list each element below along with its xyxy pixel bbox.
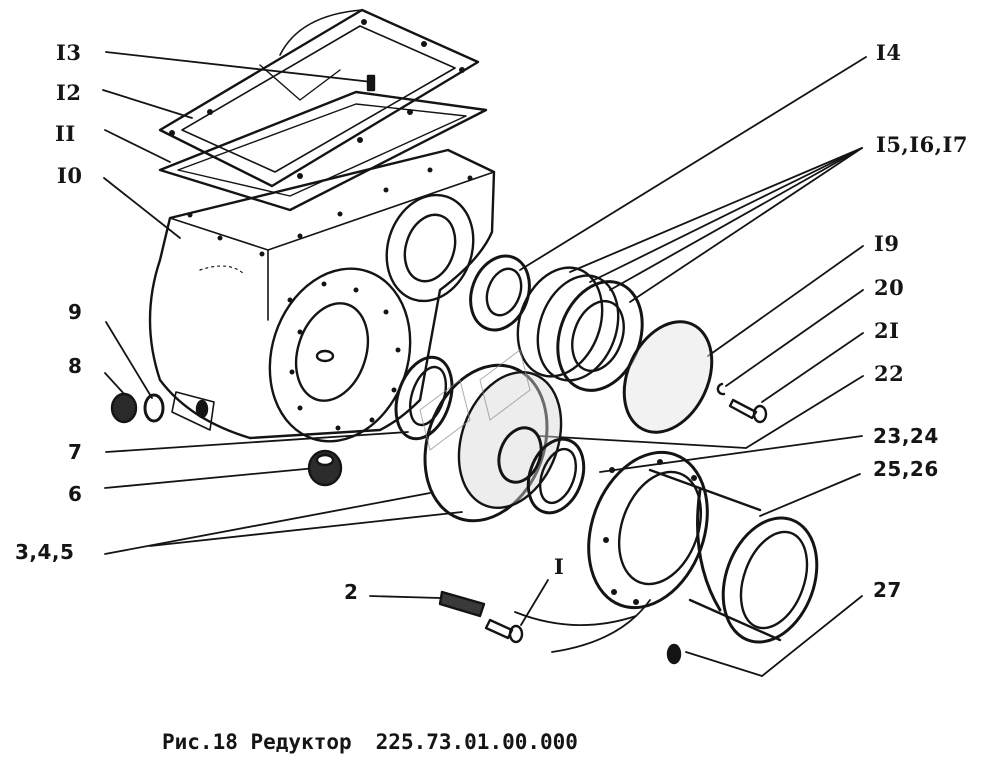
leader-9 bbox=[105, 321, 153, 399]
callout-27: 27 bbox=[873, 578, 902, 602]
leader-345a bbox=[104, 492, 431, 555]
top-cover bbox=[158, 8, 480, 188]
callout-3-4-5: 3,4,5 bbox=[15, 540, 75, 564]
housing-upper-flange bbox=[385, 193, 475, 303]
figure-caption: Рис.18 Редуктор 225.73.01.00.000 bbox=[162, 730, 588, 754]
figure-title: Рис.18 Редуктор bbox=[162, 730, 352, 754]
callout-20: 20 bbox=[874, 275, 905, 300]
end-cap bbox=[622, 320, 714, 434]
leader-lines bbox=[102, 51, 867, 677]
leader-13 bbox=[105, 51, 373, 83]
cap-bolt-icon bbox=[728, 398, 768, 424]
leader-8 bbox=[104, 372, 127, 397]
leader-6 bbox=[104, 467, 317, 489]
callout-8: 8 bbox=[68, 354, 83, 378]
leader-20 bbox=[725, 289, 864, 387]
bolt-arc-lower bbox=[551, 599, 651, 653]
callout-10: I0 bbox=[57, 163, 83, 188]
part-number: 225.73.01.00.000 bbox=[375, 730, 578, 754]
spring-washer-icon bbox=[716, 382, 726, 396]
bearing bbox=[469, 254, 531, 332]
output-sleeve bbox=[587, 450, 819, 644]
callout-13: I3 bbox=[56, 40, 82, 65]
leader-22b bbox=[539, 435, 747, 449]
leader-15a bbox=[569, 147, 863, 273]
leader-19 bbox=[707, 245, 864, 357]
left-bearing bbox=[394, 355, 454, 441]
leader-2526 bbox=[759, 473, 861, 517]
callout-2: 2 bbox=[344, 580, 359, 604]
leader-15d bbox=[629, 147, 863, 303]
callout-22: 22 bbox=[874, 361, 905, 386]
callout-7: 7 bbox=[68, 440, 83, 464]
leader-7 bbox=[105, 431, 409, 453]
callout-25-26: 25,26 bbox=[873, 457, 939, 481]
grease-nipple-icon bbox=[666, 643, 682, 665]
o-ring-icon bbox=[143, 393, 165, 423]
leader-345b bbox=[149, 511, 463, 547]
leader-15c bbox=[609, 147, 863, 291]
leader-27a bbox=[761, 595, 863, 677]
lock-washer-icon bbox=[438, 590, 486, 618]
leader-11 bbox=[104, 129, 171, 163]
callout-19: I9 bbox=[874, 231, 900, 256]
callout-11: II bbox=[55, 121, 76, 146]
watermark bbox=[419, 349, 531, 451]
leader-21 bbox=[761, 332, 864, 403]
callout-12: I2 bbox=[56, 80, 82, 105]
leader-22a bbox=[745, 375, 864, 449]
leader-1 bbox=[520, 579, 549, 626]
breather-icon bbox=[366, 74, 376, 92]
callout-21: 2I bbox=[874, 318, 900, 343]
seal-ring bbox=[526, 437, 586, 515]
leader-15b bbox=[589, 147, 863, 283]
leader-27b bbox=[685, 651, 763, 677]
gearbox-housing bbox=[148, 148, 496, 443]
leader-2324 bbox=[599, 435, 863, 473]
callout-14: I4 bbox=[876, 40, 902, 65]
callout-6: 6 bbox=[68, 482, 83, 506]
leader-14 bbox=[519, 56, 867, 271]
leader-12 bbox=[102, 89, 193, 119]
callout-1: I bbox=[554, 554, 565, 579]
cover-gasket bbox=[158, 90, 488, 212]
leader-2 bbox=[369, 595, 441, 599]
callout-9: 9 bbox=[68, 300, 83, 324]
fill-plug bbox=[307, 449, 343, 487]
bolt-icon bbox=[484, 618, 524, 644]
callout-23-24: 23,24 bbox=[873, 424, 939, 448]
drain-plug-icon bbox=[110, 392, 138, 424]
callout-15-16-17: I5,I6,I7 bbox=[876, 132, 968, 157]
bolt-arc bbox=[514, 611, 637, 626]
